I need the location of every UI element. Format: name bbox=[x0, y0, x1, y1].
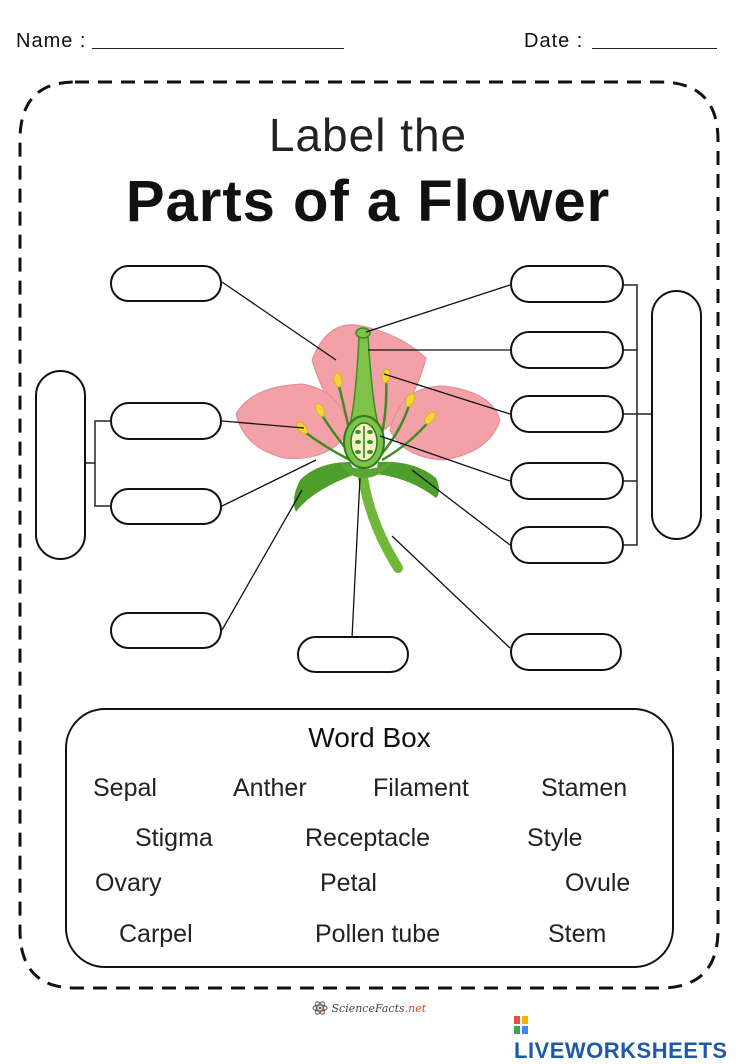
answer-box-left-2[interactable] bbox=[110, 402, 222, 440]
left-bracket bbox=[86, 420, 110, 507]
answer-box-left-3[interactable] bbox=[110, 488, 222, 525]
word-sepal[interactable]: Sepal bbox=[93, 774, 157, 802]
anthers bbox=[296, 368, 436, 435]
dashed-frame bbox=[18, 80, 720, 990]
answer-box-right-3[interactable] bbox=[510, 395, 624, 433]
answer-box-left-4[interactable] bbox=[110, 612, 222, 649]
liveworksheets-logo-icon bbox=[514, 1016, 528, 1034]
word-stigma[interactable]: Stigma bbox=[135, 824, 213, 852]
answer-box-bottom-center[interactable] bbox=[297, 636, 409, 673]
ovules bbox=[355, 430, 373, 454]
receptacle-shape bbox=[340, 462, 392, 478]
leader-lines bbox=[221, 281, 511, 649]
word-carpel[interactable]: Carpel bbox=[119, 920, 193, 948]
liveworksheets-text: LIVEWORKSHEETS bbox=[514, 1038, 728, 1063]
word-pollen-tube[interactable]: Pollen tube bbox=[315, 920, 441, 948]
sciencefacts-text: ScienceFacts bbox=[331, 1002, 405, 1015]
title-line-2: Parts of a Flower bbox=[125, 169, 611, 234]
word-petal[interactable]: Petal bbox=[320, 869, 377, 897]
answer-box-left-tall[interactable] bbox=[35, 370, 86, 560]
title-line-1: Label the bbox=[268, 109, 468, 161]
word-box-title: Word Box bbox=[308, 722, 431, 753]
stem-shape bbox=[357, 465, 403, 573]
answer-box-right-4[interactable] bbox=[510, 462, 624, 500]
word-ovary[interactable]: Ovary bbox=[95, 869, 162, 897]
answer-box-right-tall[interactable] bbox=[651, 290, 702, 540]
sciencefacts-logo: ScienceFacts.net bbox=[312, 1000, 426, 1016]
right-bracket bbox=[624, 284, 651, 546]
name-line[interactable] bbox=[92, 48, 344, 49]
atom-icon bbox=[312, 1001, 328, 1015]
stigma-shape bbox=[355, 327, 371, 339]
date-label: Date : bbox=[524, 30, 584, 52]
word-anther[interactable]: Anther bbox=[233, 774, 307, 802]
liveworksheets-brand[interactable]: LIVEWORKSHEETS bbox=[514, 1012, 736, 1064]
date-line[interactable] bbox=[592, 48, 717, 49]
answer-box-right-2[interactable] bbox=[510, 331, 624, 369]
name-label: Name : bbox=[16, 30, 87, 52]
answer-box-bottom-right[interactable] bbox=[510, 633, 622, 671]
word-receptacle[interactable]: Receptacle bbox=[305, 824, 431, 852]
word-stamen[interactable]: Stamen bbox=[541, 774, 628, 802]
word-ovule[interactable]: Ovule bbox=[565, 869, 631, 897]
answer-box-right-1[interactable] bbox=[510, 265, 624, 303]
sepals bbox=[293, 461, 439, 512]
answer-box-left-1[interactable] bbox=[110, 265, 222, 302]
word-stem[interactable]: Stem bbox=[548, 920, 607, 948]
flower-diagram bbox=[86, 281, 651, 649]
word-box: Word Box bbox=[65, 708, 674, 968]
sciencefacts-suffix: .net bbox=[404, 1002, 427, 1015]
answer-box-right-5[interactable] bbox=[510, 526, 624, 564]
word-filament[interactable]: Filament bbox=[373, 774, 469, 802]
word-style[interactable]: Style bbox=[527, 824, 583, 852]
